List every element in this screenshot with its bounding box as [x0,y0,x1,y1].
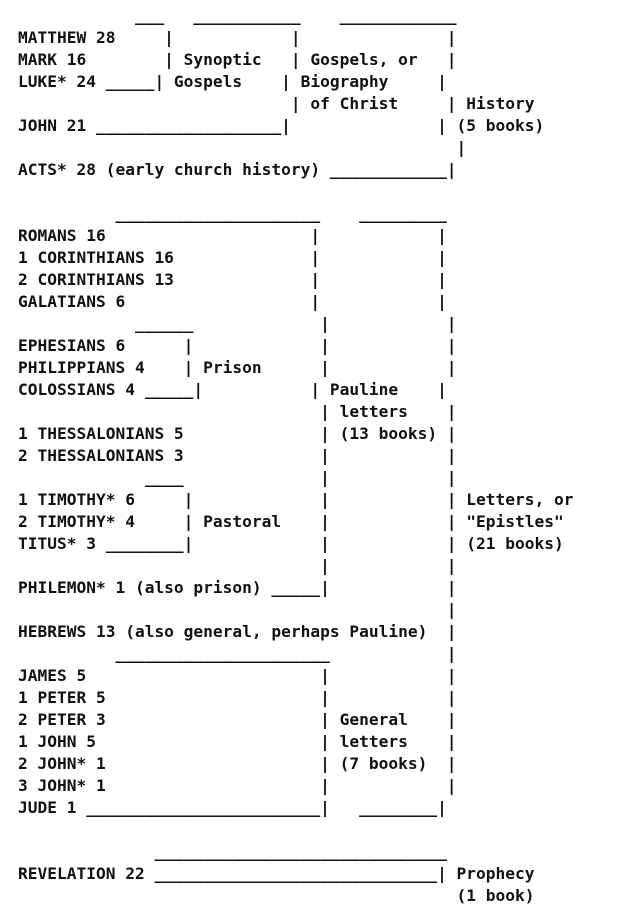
diagram-line: 3 JOHN* 1 | | [18,776,457,795]
diagram-line: HEBREWS 13 (also general, perhaps Paulin… [18,622,457,641]
diagram-line: REVELATION 22 __________________________… [18,864,535,883]
diagram-line: 2 CORINTHIANS 13 | | [18,270,447,289]
diagram-line: MARK 16 | Synoptic | Gospels, or | [18,50,457,69]
new-testament-structure-diagram: ___ ___________ ____________ MATTHEW 28 |… [18,5,574,907]
diagram-line: (1 book) [18,886,535,905]
diagram-line: _____________________ _________ [18,204,447,223]
diagram-line: | [18,600,457,619]
diagram-line: MATTHEW 28 | | | [18,28,457,47]
diagram-line: 1 JOHN 5 | letters | [18,732,457,751]
diagram-line: ______ | | [18,314,457,333]
diagram-line: JUDE 1 ________________________| _______… [18,798,447,817]
diagram-line: | [18,138,467,157]
diagram-line: 2 THESSALONIANS 3 | | [18,446,457,465]
diagram-line: ____ | | [18,468,457,487]
diagram-line: 2 TIMOTHY* 4 | Pastoral | | "Epistles" [18,512,564,531]
diagram-line: PHILIPPIANS 4 | Prison | | [18,358,457,377]
diagram-line: LUKE* 24 _____| Gospels | Biography | [18,72,447,91]
diagram-line: JOHN 21 ___________________| | (5 books) [18,116,545,135]
diagram-line: 1 TIMOTHY* 6 | | | Letters, or [18,490,574,509]
diagram-line: 2 PETER 3 | General | [18,710,457,729]
diagram-line: PHILEMON* 1 (also prison) _____| | [18,578,457,597]
diagram-line: TITUS* 3 ________| | | (21 books) [18,534,564,553]
diagram-line: 1 PETER 5 | | [18,688,457,707]
diagram-line: | letters | [18,402,457,421]
diagram-line: ______________________ | [18,644,457,663]
diagram-line: ROMANS 16 | | [18,226,447,245]
diagram-line [18,819,574,841]
diagram-line: COLOSSIANS 4 _____| | Pauline | [18,380,447,399]
diagram-line: 1 THESSALONIANS 5 | (13 books) | [18,424,457,443]
diagram-line: 2 JOHN* 1 | (7 books) | [18,754,457,773]
diagram-line: ACTS* 28 (early church history) ________… [18,160,457,179]
diagram-line [18,181,574,203]
diagram-line: ______________________________ [18,842,447,861]
diagram-line: JAMES 5 | | [18,666,457,685]
diagram-line: ___ ___________ ____________ [18,6,457,25]
diagram-line: EPHESIANS 6 | | | [18,336,457,355]
diagram-line: | of Christ | History [18,94,535,113]
diagram-line: 1 CORINTHIANS 16 | | [18,248,447,267]
diagram-line: GALATIANS 6 | | [18,292,447,311]
diagram-line: | | [18,556,457,575]
